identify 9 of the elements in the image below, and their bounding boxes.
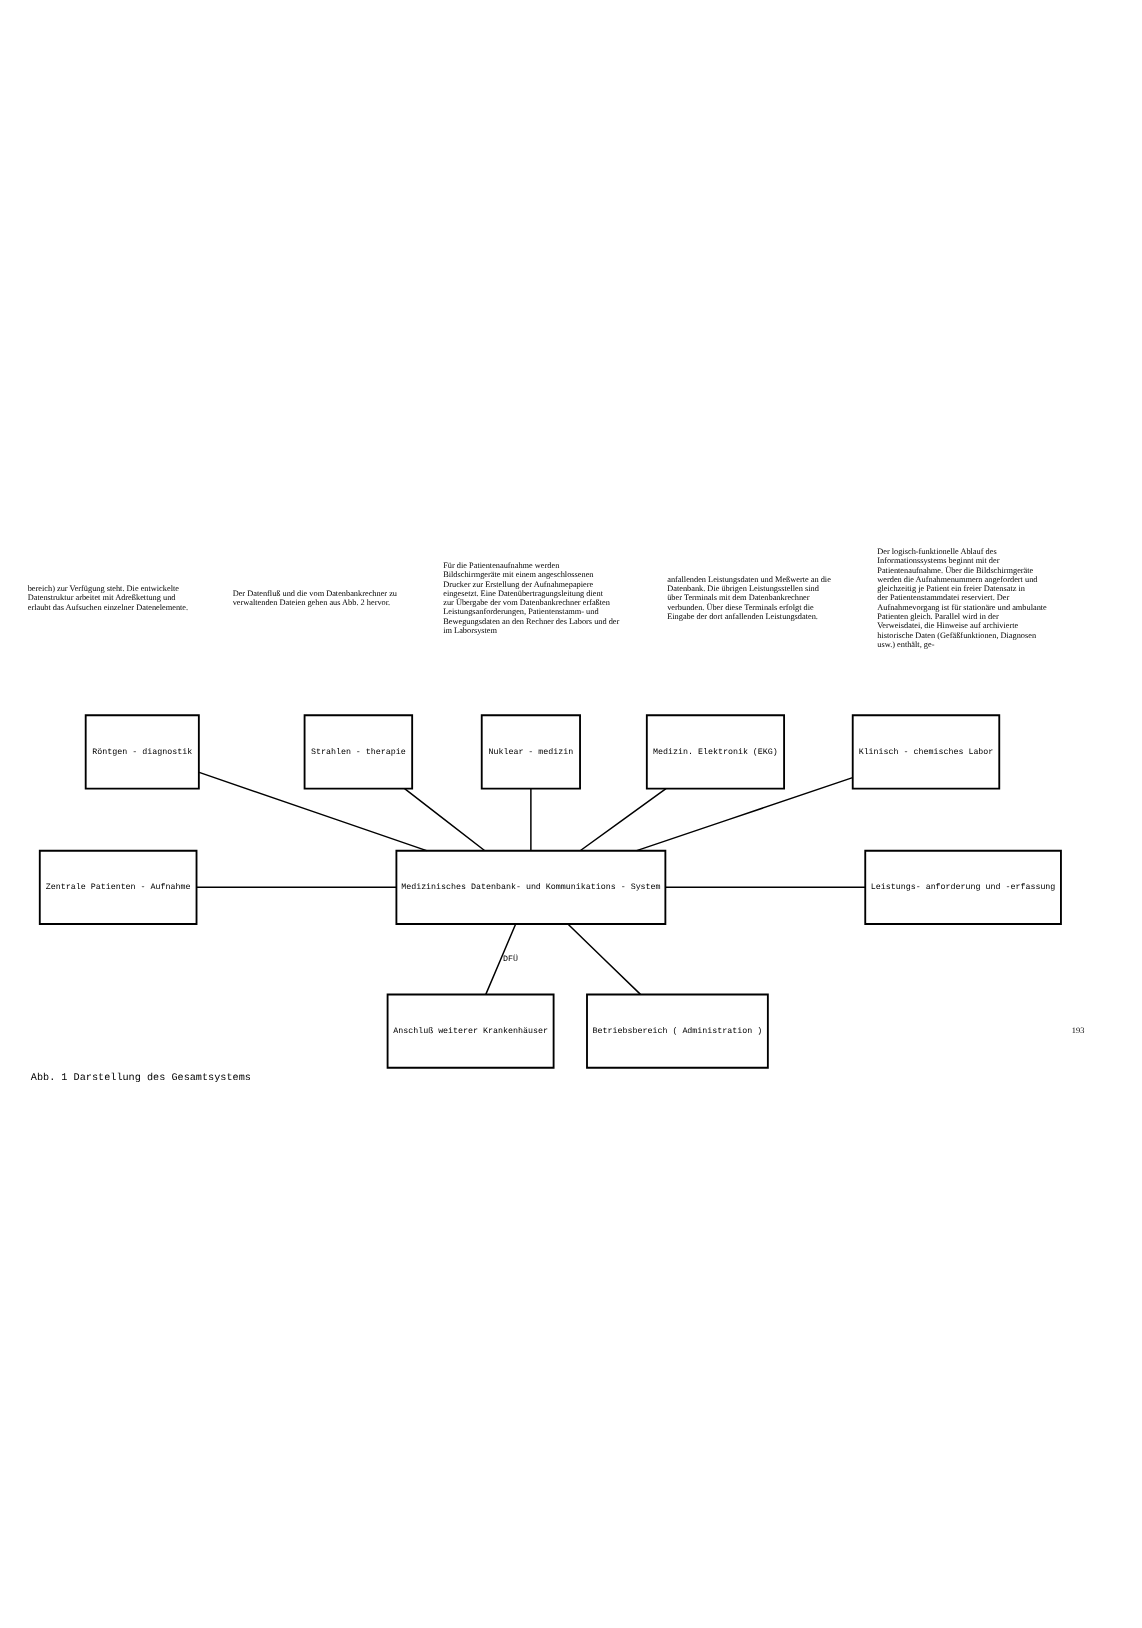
connector [198,770,428,851]
connector [635,775,854,851]
connector [485,922,517,995]
connector [579,786,667,851]
connector [567,922,642,995]
connector [196,885,397,888]
connector [403,786,486,851]
connector [664,885,866,888]
connector [530,786,532,851]
